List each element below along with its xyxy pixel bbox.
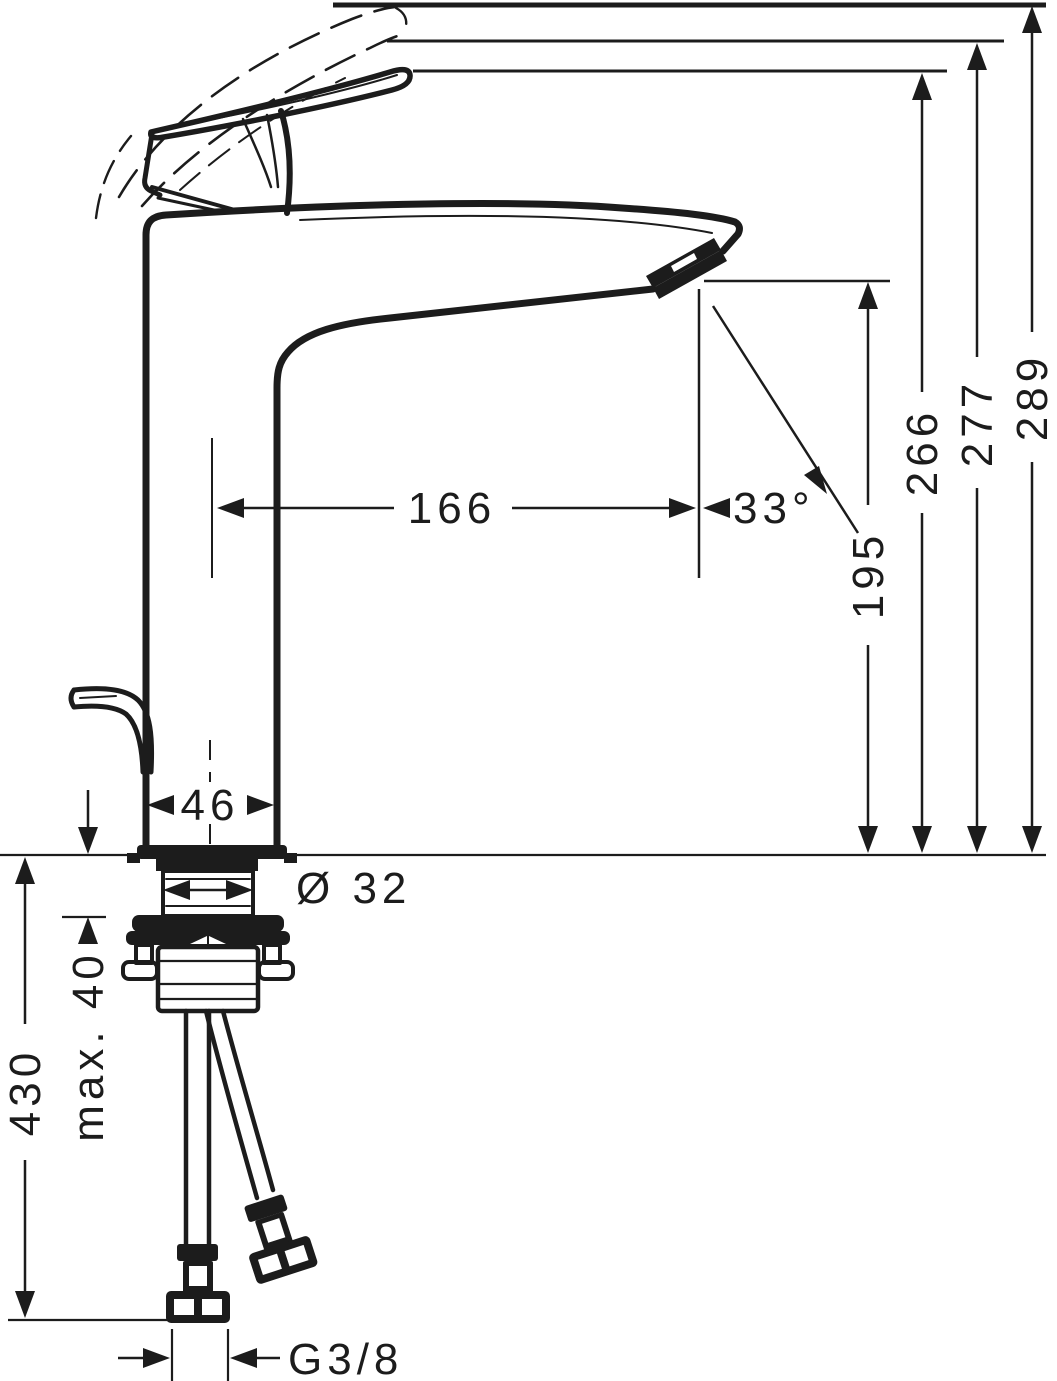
dim-label-hose-length: 430 [1, 1048, 50, 1136]
arrow-down-icon [912, 826, 932, 853]
dim-max-deck-thickness: max. 40 [64, 790, 113, 1142]
dim-spray-angle: 33° [703, 305, 860, 534]
arrow-down-icon [78, 827, 98, 854]
hose-connector-left [166, 1244, 230, 1323]
dim-label-reach: 166 [408, 484, 496, 533]
aerator [646, 238, 727, 299]
dim-label-base-width: 46 [181, 781, 240, 830]
faucet-spout-body [142, 200, 743, 849]
dim-label-max-deck-thickness: max. 40 [64, 950, 113, 1142]
hose-connector-right [244, 1194, 318, 1284]
dim-label-connection-thread: G3/8 [288, 1335, 403, 1381]
arrow-down-icon [1022, 826, 1042, 853]
dim-label-spray-angle: 33° [733, 484, 815, 533]
arrow-left-icon [703, 498, 730, 518]
arrow-right-icon [226, 880, 253, 900]
arrow-left-icon [230, 1348, 257, 1368]
arrow-slant-icon [804, 466, 827, 494]
arrow-left-icon [147, 795, 174, 815]
dim-connection-thread: G3/8 [118, 1335, 403, 1381]
dim-label-spout-top-height: 266 [898, 408, 947, 496]
arrow-up-icon [1022, 6, 1042, 33]
dim-label-total-height: 289 [1008, 353, 1057, 441]
arrow-down-icon [858, 826, 878, 853]
supply-hose-left [183, 1008, 212, 1248]
handle-lever-solid [142, 66, 413, 216]
supply-hose-right [203, 1008, 276, 1201]
arrow-up-icon [78, 917, 98, 944]
dim-hose-length: 430 [1, 857, 50, 1318]
dim-handle-height: 277 [953, 43, 1002, 853]
arrow-right-icon [143, 1348, 170, 1368]
dim-label-aerator-height: 195 [844, 531, 893, 619]
dim-label-handle-height: 277 [953, 379, 1002, 467]
dim-label-shank-diameter: Ø 32 [296, 864, 411, 913]
arrow-right-icon [247, 795, 274, 815]
dim-total-height: 289 [1008, 6, 1057, 853]
arrow-down-icon [15, 1291, 35, 1318]
arrow-left-icon [163, 880, 190, 900]
arrow-up-icon [912, 73, 932, 100]
dim-reach: 166 [217, 484, 696, 533]
handle-lever-raised-dashed [94, 5, 408, 220]
dim-base-width: 46 [147, 781, 274, 830]
dim-aerator-height: 195 [844, 282, 893, 853]
drain-pull-rod [68, 686, 155, 775]
arrow-up-icon [15, 857, 35, 884]
arrow-up-icon [858, 282, 878, 309]
arrow-left-icon [217, 498, 244, 518]
arrow-up-icon [967, 43, 987, 70]
faucet-base [127, 845, 297, 863]
dim-spout-top-height: 266 [898, 73, 947, 853]
arrow-right-icon [669, 498, 696, 518]
arrow-down-icon [967, 826, 987, 853]
dim-shank-diameter: Ø 32 [163, 864, 411, 913]
mounting-nut-assembly [121, 915, 295, 1014]
